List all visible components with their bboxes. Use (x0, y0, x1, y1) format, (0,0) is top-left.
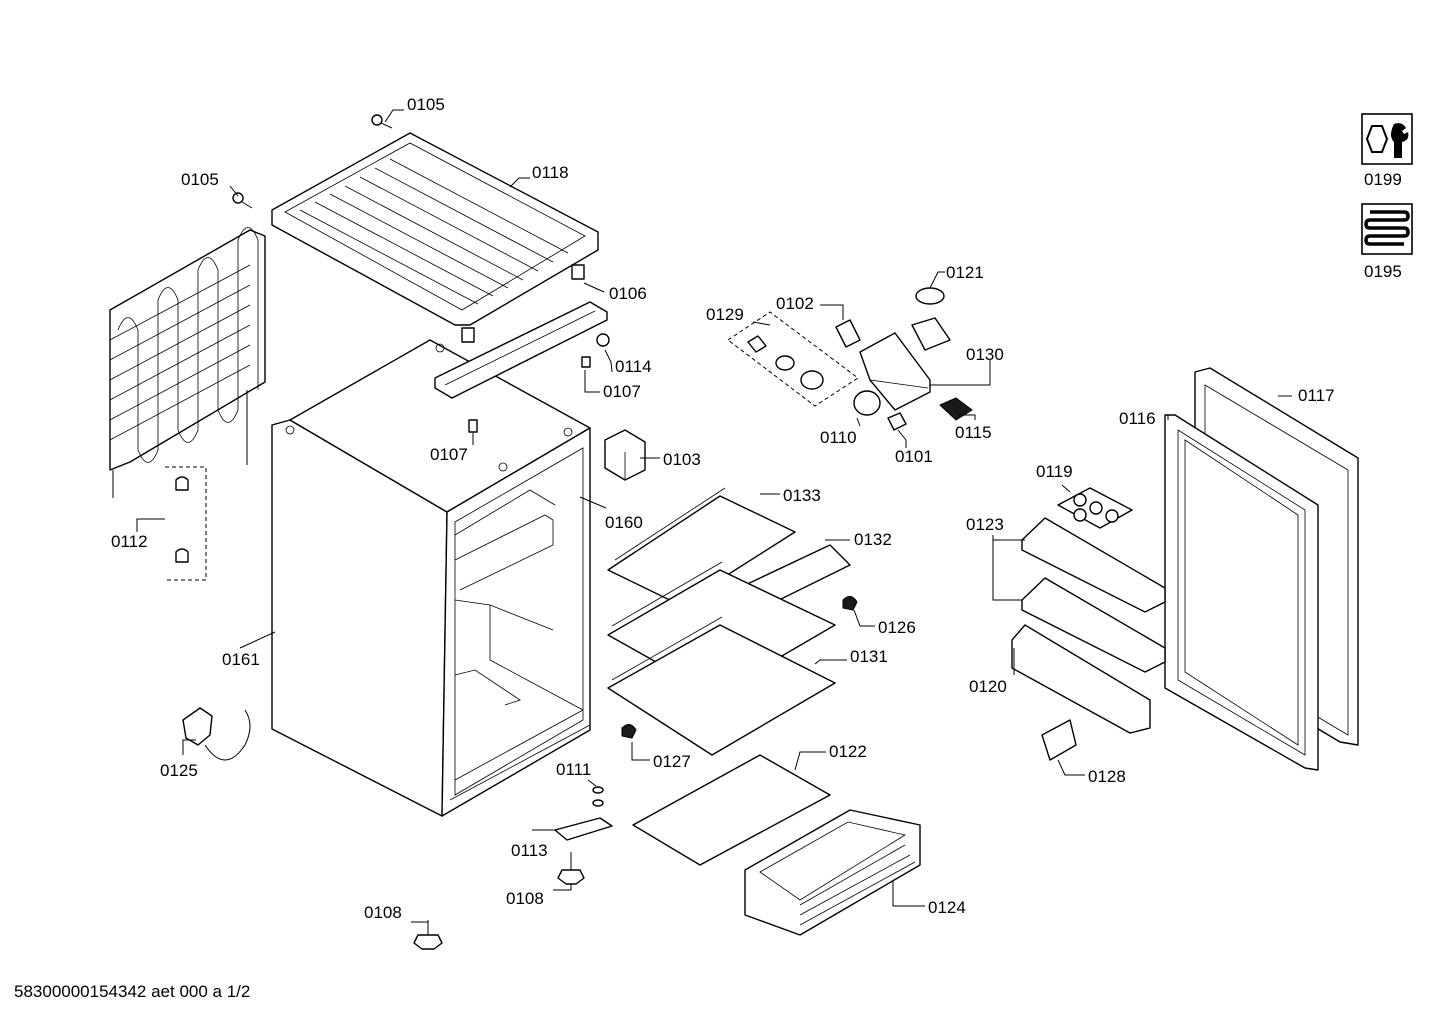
callout-0117: 0117 (1298, 386, 1335, 405)
callout-0122: 0122 (829, 742, 867, 761)
shelf-clip-0127[interactable] (621, 724, 637, 739)
glass-shelf-0131b[interactable] (607, 616, 836, 756)
cover-0103[interactable] (604, 429, 646, 481)
callout-0132: 0132 (854, 530, 892, 549)
callout-0110: 0110 (820, 428, 857, 447)
callout-0103: 0103 (663, 450, 701, 469)
callout-labels: 0105 0105 0118 0106 0114 0107 0107 0103 … (111, 95, 1335, 922)
crisper-drawer-0124[interactable] (744, 809, 921, 936)
condenser-coil[interactable] (109, 227, 266, 499)
callout-0121: 0121 (946, 263, 984, 282)
heating-coil-icon (1364, 210, 1410, 246)
callout-0105-left: 0105 (181, 170, 219, 189)
callout-0160: 0160 (605, 513, 643, 532)
top-cover[interactable] (271, 132, 599, 343)
callout-0130: 0130 (966, 345, 1004, 364)
callout-0128: 0128 (1088, 767, 1126, 786)
wrench-nut-icon (1365, 123, 1409, 158)
callout-0126: 0126 (878, 618, 916, 637)
clip-set-0112[interactable] (165, 466, 207, 581)
washers-0111[interactable] (592, 786, 604, 807)
callout-0113: 0113 (511, 841, 548, 860)
top-hinge-bracket[interactable] (434, 301, 610, 399)
switch-0115[interactable] (939, 397, 973, 421)
callout-0123: 0123 (966, 515, 1004, 534)
callout-0111: 0111 (556, 760, 591, 779)
callout-0116: 0116 (1119, 409, 1156, 428)
callout-0114: 0114 (615, 357, 652, 376)
service-label-0195: 0195 (1364, 262, 1402, 281)
thermostat-0121[interactable] (911, 287, 951, 351)
thermostat-housing-0130[interactable] (859, 332, 931, 411)
bottom-hinge-0113[interactable] (554, 817, 613, 841)
callout-0118: 0118 (532, 163, 569, 182)
service-label-0199: 0199 (1364, 170, 1402, 189)
callout-0124: 0124 (928, 898, 966, 917)
power-cord-0125[interactable] (182, 707, 251, 761)
leader-lines (136, 109, 1292, 923)
callout-0127: 0127 (653, 752, 691, 771)
callout-0112: 0112 (111, 532, 148, 551)
service-icon-0199[interactable]: 0199 (1361, 113, 1413, 189)
callout-0125: 0125 (160, 761, 198, 780)
shelf-clip-0126[interactable] (842, 596, 858, 611)
egg-tray-0119[interactable] (1057, 487, 1133, 529)
foot-0108-b[interactable] (413, 920, 443, 950)
document-code: 58300000154342 aet 000 a 1/2 (14, 982, 251, 1001)
screw-0105-top[interactable] (371, 114, 393, 129)
door-gasket-0116[interactable] (1164, 414, 1319, 771)
callout-0106: 0106 (609, 284, 647, 303)
cabinet-body[interactable] (271, 339, 591, 817)
callout-0101: 0101 (895, 447, 933, 466)
callout-0129: 0129 (706, 305, 744, 324)
callout-0120: 0120 (969, 677, 1007, 696)
callout-0161: 0161 (222, 650, 260, 669)
door-shelf-0123a[interactable] (1021, 517, 1166, 613)
callout-0105-top: 0105 (407, 95, 445, 114)
callout-0115: 0115 (955, 423, 992, 442)
service-icon-0195[interactable]: 0195 (1361, 203, 1413, 281)
callout-0133: 0133 (783, 486, 821, 505)
cap-0101[interactable] (887, 412, 907, 431)
clip-0128[interactable] (1041, 719, 1077, 761)
callout-0107-left: 0107 (430, 445, 468, 464)
crisper-cover-0122[interactable] (632, 754, 831, 866)
callout-0119: 0119 (1036, 462, 1073, 481)
door-shelf-0123b[interactable] (1021, 577, 1166, 673)
screw-0107[interactable] (468, 419, 478, 433)
lamp-parts-0129[interactable] (727, 311, 859, 407)
knob-0110[interactable] (853, 390, 881, 416)
door-shelf-0120[interactable] (1011, 624, 1151, 734)
label-plate-0102[interactable] (835, 319, 861, 348)
glass-shelf-0133[interactable] (607, 487, 796, 606)
callout-0108-right: 0108 (506, 889, 544, 908)
callout-0102: 0102 (776, 294, 814, 313)
callout-0131: 0131 (850, 647, 888, 666)
screw-0105-left[interactable] (232, 192, 253, 209)
callout-0108-left: 0108 (364, 903, 402, 922)
callout-0107-right: 0107 (603, 382, 641, 401)
foot-0108-a[interactable] (557, 852, 585, 885)
